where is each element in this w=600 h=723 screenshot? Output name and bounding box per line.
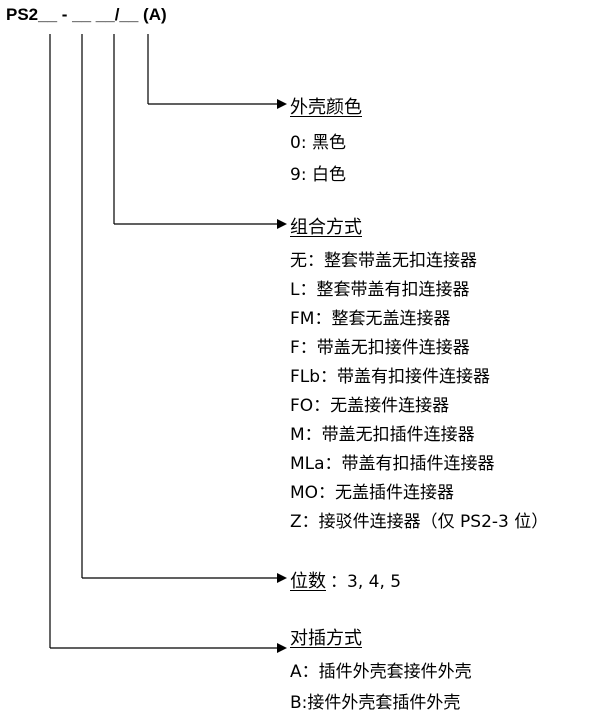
combination-item: MLa：带盖有扣插件连接器 (290, 454, 495, 474)
mating-item: A：插件外壳套接件外壳 (290, 662, 472, 682)
combination-item: MO：无盖插件连接器 (290, 483, 455, 503)
positions-value: ：3, 4, 5 (330, 572, 402, 592)
arrow-combination (277, 219, 287, 229)
combination-item: FLb：带盖有扣接件连接器 (290, 367, 491, 387)
arrow-shell-color (277, 99, 287, 109)
combination-item: L：整套带盖有扣连接器 (290, 280, 470, 300)
arrow-positions (277, 573, 287, 583)
combination-item: FO：无盖接件连接器 (290, 396, 450, 416)
combination-title: 组合方式 (290, 217, 362, 238)
combination-item: F：带盖无扣接件连接器 (290, 338, 470, 358)
positions-title: 位数 (290, 571, 326, 592)
shell-color-item: 0: 黑色 (290, 133, 346, 153)
mating-title: 对插方式 (290, 628, 362, 649)
combination-item: Z：接驳件连接器（仅 PS2-3 位） (290, 512, 549, 532)
model-code: PS2__ - __ __/__ (A) (6, 5, 167, 24)
shell-color-title: 外壳颜色 (290, 97, 362, 118)
combination-item: M：带盖无扣插件连接器 (290, 425, 475, 445)
arrow-mating (277, 643, 287, 653)
mating-item: B:接件外壳套插件外壳 (290, 693, 461, 713)
positions-row: 位数：3, 4, 5 (290, 567, 401, 593)
shell-color-item: 9: 白色 (290, 165, 346, 185)
combination-item: FM：整套无盖连接器 (290, 309, 451, 329)
combination-item: 无：整套带盖无扣连接器 (290, 251, 477, 271)
